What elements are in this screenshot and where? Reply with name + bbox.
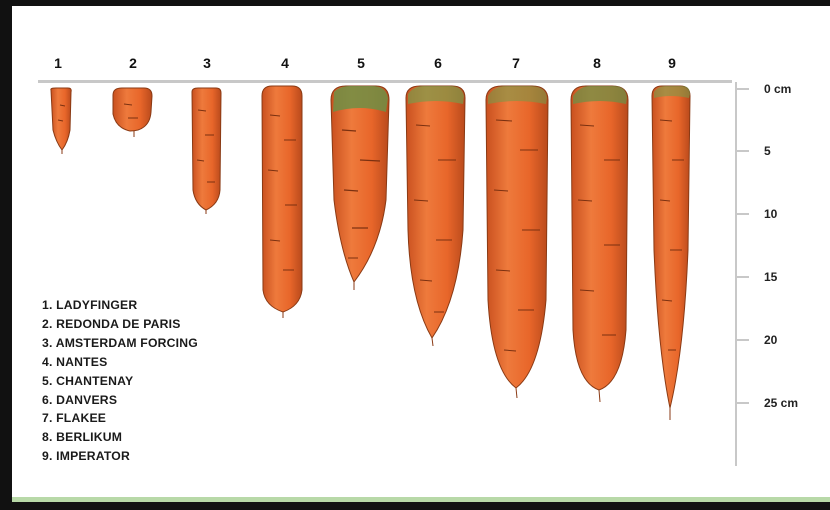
carrot-3-amsterdam-forcing	[192, 88, 221, 214]
legend-item-5: 5. CHANTENAY	[42, 372, 198, 391]
carrot-6-danvers	[406, 86, 465, 346]
carrot-5-chantenay	[331, 86, 389, 290]
carrot-2-redonda-de-paris	[113, 88, 152, 137]
legend-item-2: 2. REDONDA DE PARIS	[42, 315, 198, 334]
legend-item-6: 6. DANVERS	[42, 391, 198, 410]
legend-item-8: 8. BERLIKUM	[42, 428, 198, 447]
legend-item-1: 1. LADYFINGER	[42, 296, 198, 315]
legend-item-4: 4. NANTES	[42, 353, 198, 372]
carrot-7-flakee	[486, 86, 548, 398]
carrot-1-ladyfinger	[51, 88, 71, 154]
legend-item-7: 7. FLAKEE	[42, 409, 198, 428]
legend-item-3: 3. AMSTERDAM FORCING	[42, 334, 198, 353]
carrot-8-berlikum	[571, 86, 628, 402]
variety-legend: 1. LADYFINGER 2. REDONDA DE PARIS 3. AMS…	[42, 296, 198, 466]
carrot-9-imperator	[652, 86, 690, 420]
carrot-4-nantes	[262, 86, 302, 318]
legend-item-9: 9. IMPERATOR	[42, 447, 198, 466]
